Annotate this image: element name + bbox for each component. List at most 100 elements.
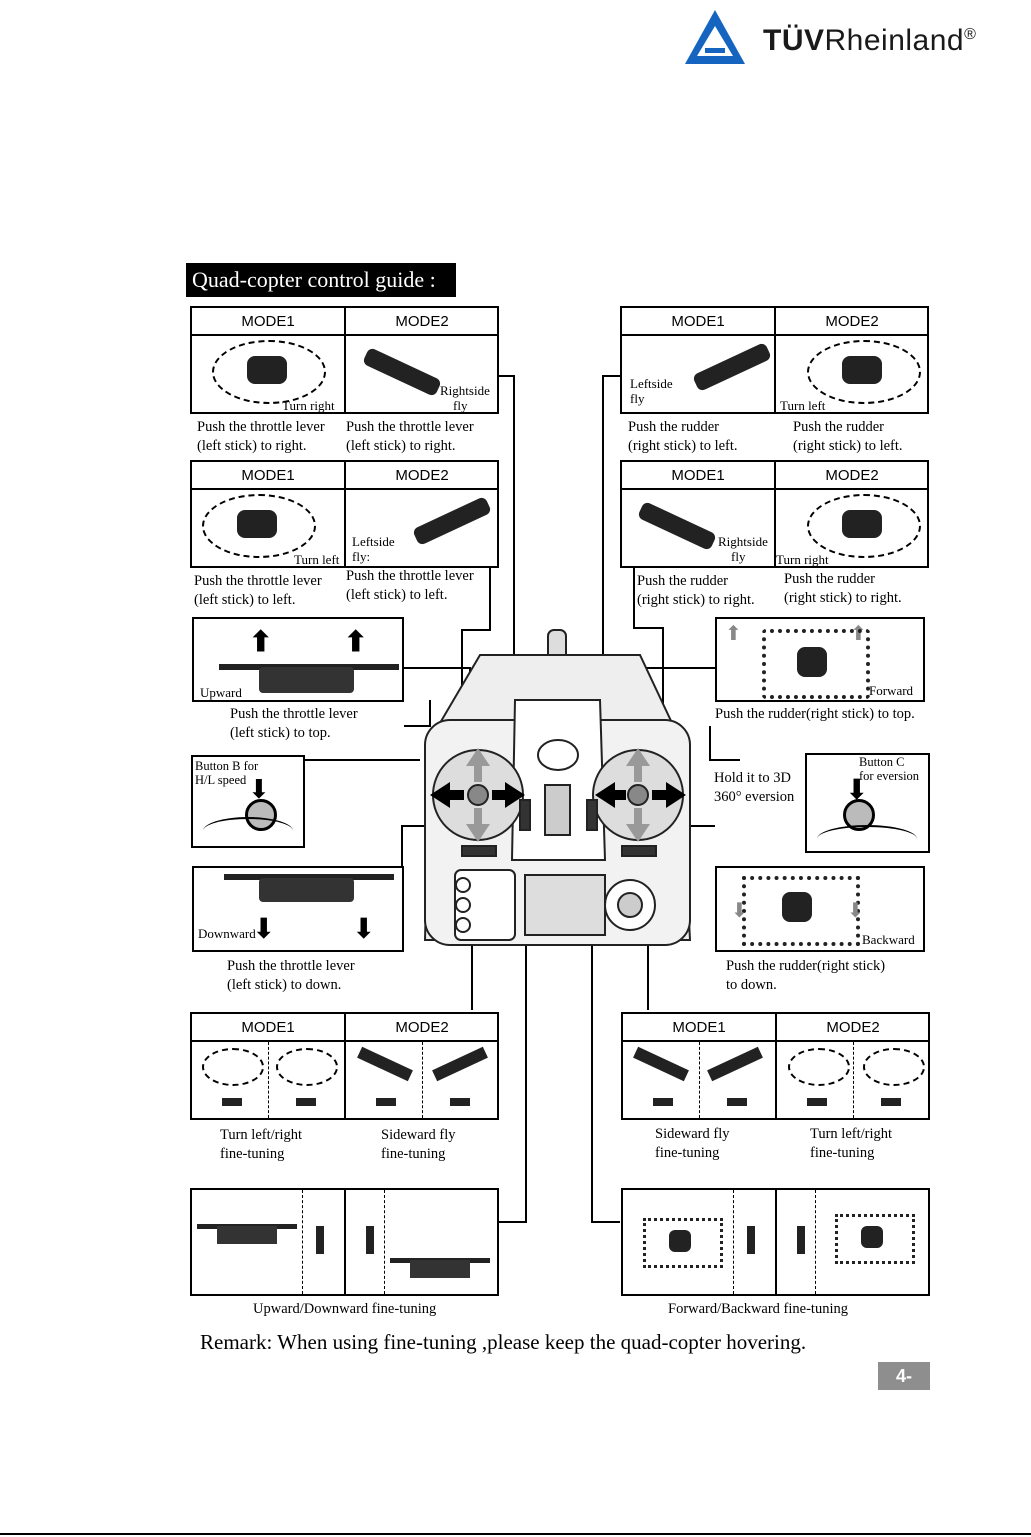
- caption-tl2-mode2: Push the throttle lever (left stick) to …: [346, 568, 474, 603]
- quadcopter-side-icon: [691, 341, 773, 393]
- panel-downward: ⬇ ⬇ Downward: [192, 866, 404, 952]
- trim-slider-icon: [376, 1098, 396, 1106]
- mode2-label: MODE2: [825, 313, 879, 330]
- quadcopter-top-icon: [643, 1218, 723, 1268]
- forward-label: Forward: [869, 683, 914, 698]
- mode2-label: MODE2: [395, 467, 449, 484]
- mode1-label: MODE1: [241, 313, 295, 330]
- trim-slider-icon: [450, 1098, 470, 1106]
- quadcopter-top-icon: [202, 494, 316, 558]
- down-arrow-icon: ⬇: [847, 900, 864, 922]
- trim-slider-icon: [727, 1098, 747, 1106]
- quadcopter-top-icon: [276, 1048, 338, 1086]
- panel-fwdback-finetune: [621, 1188, 930, 1296]
- button-b-label: Button B for H/L speed: [195, 759, 259, 787]
- mode1-label: MODE1: [241, 467, 295, 484]
- quadcopter-top-icon: [863, 1048, 925, 1086]
- caption-ft-left-mode1: Turn left/right fine-tuning: [220, 1127, 303, 1162]
- controller-drawing: [423, 629, 692, 946]
- caption-fwdback: Forward/Backward fine-tuning: [668, 1301, 848, 1317]
- panel-backward: ⬇ ⬇ Backward: [715, 866, 925, 952]
- upward-label: Upward: [200, 685, 242, 700]
- up-arrow-icon: ⬆: [344, 627, 368, 658]
- down-arrow-icon: ⬇: [731, 900, 748, 922]
- quadcopter-body-icon: [237, 510, 277, 538]
- quadcopter-body-icon: [247, 356, 287, 384]
- page-title: Quad-copter control guide :: [186, 263, 456, 297]
- tuv-logo: TÜVRheinland®: [683, 8, 1023, 68]
- mode2-label: MODE2: [395, 1019, 449, 1036]
- logo-bold: TÜV: [763, 24, 825, 57]
- quadcopter-top-icon: [742, 876, 860, 946]
- quadcopter-side-icon: [411, 495, 493, 547]
- quadcopter-side-icon: [633, 1046, 689, 1082]
- trim-slider-icon: [222, 1098, 242, 1106]
- trim-slider-icon: [881, 1098, 901, 1106]
- quadcopter-side-icon: [636, 500, 718, 552]
- quadcopter-top-icon: [212, 340, 326, 404]
- caption-ft-right-mode2: Turn left/right fine-tuning: [810, 1126, 893, 1161]
- up-arrow-icon: ⬆: [850, 623, 867, 645]
- rightside-fly-label: Rightside fly: [718, 534, 768, 564]
- quadcopter-body-icon: [797, 647, 827, 677]
- trim-slider-icon: [807, 1098, 827, 1106]
- remark-text: Remark: When using fine-tuning ,please k…: [200, 1330, 807, 1354]
- quadcopter-body-icon: [782, 892, 812, 922]
- turn-right-label: Turn right: [776, 552, 829, 567]
- trim-slider-icon: [747, 1226, 755, 1254]
- turn-right-label: Turn right: [282, 398, 335, 413]
- page-number: 4-: [878, 1362, 930, 1390]
- panel-button-b: Button B for H/L speed ⬇: [191, 755, 305, 848]
- logo-name: Rheinland: [824, 24, 965, 57]
- mode1-label: MODE1: [671, 467, 725, 484]
- caption-tl1-mode1: Push the throttle lever (left stick) to …: [197, 419, 325, 454]
- caption-tr2-mode2: Push the rudder (right stick) to right.: [784, 571, 902, 606]
- trim-slider-icon: [366, 1226, 374, 1254]
- caption-button-c: Hold it to 3D 360° eversion: [714, 770, 795, 805]
- rightside-fly-label: Rightside fly: [440, 383, 490, 413]
- quadcopter-body-icon: [861, 1226, 883, 1248]
- panel-upward: ⬆ ⬆ Upward: [192, 617, 404, 702]
- quadcopter-body-icon: [842, 510, 882, 538]
- quadcopter-body-icon: [259, 667, 354, 693]
- leftside-fly-label: Leftside fly: [630, 376, 673, 406]
- down-arrow-icon: ⬇: [248, 775, 270, 804]
- mode1-label: MODE1: [241, 1019, 295, 1036]
- trim-slider-icon: [797, 1226, 805, 1254]
- turn-left-label: Turn left: [780, 398, 826, 413]
- quadcopter-body-icon: [259, 878, 354, 902]
- leftside-fly-label: Leftside fly:: [352, 534, 395, 564]
- up-arrow-icon: ⬆: [249, 627, 273, 658]
- quadcopter-body-icon: [842, 356, 882, 384]
- quadcopter-body-icon: [410, 1260, 470, 1278]
- caption-ft-right-mode1: Sideward fly fine-tuning: [655, 1126, 730, 1161]
- caption-tr2-mode1: Push the rudder (right stick) to right.: [637, 573, 755, 608]
- panel-finetune-right: MODE1 MODE2: [621, 1012, 930, 1120]
- trim-slider-icon: [316, 1226, 324, 1254]
- down-arrow-icon: ⬇: [252, 914, 276, 945]
- tuv-triangle-icon: [685, 10, 745, 64]
- panel-finetune-left: MODE1 MODE2: [190, 1012, 499, 1120]
- caption-forward: Push the rudder(right stick) to top.: [715, 706, 915, 722]
- caption-upward: Push the throttle lever (left stick) to …: [230, 706, 358, 741]
- up-arrow-icon: ⬆: [725, 623, 742, 645]
- mode1-label: MODE1: [671, 313, 725, 330]
- caption-backward: Push the rudder(right stick) to down.: [726, 958, 886, 993]
- quadcopter-body-icon: [217, 1226, 277, 1244]
- mode2-label: MODE2: [826, 1019, 880, 1036]
- backward-label: Backward: [862, 932, 915, 947]
- caption-tl1-mode2: Push the throttle lever (left stick) to …: [346, 419, 474, 454]
- panel-rudder-right: MODE1 MODE2 Rightside fly Turn right: [620, 460, 929, 568]
- mode1-label: MODE1: [672, 1019, 726, 1036]
- quadcopter-side-icon: [357, 1046, 413, 1082]
- downward-label: Downward: [198, 926, 256, 941]
- quadcopter-side-icon: [361, 346, 443, 398]
- quadcopter-side-icon: [224, 874, 394, 880]
- bottom-rule: [0, 1533, 1031, 1535]
- panel-throttle-left: MODE1 MODE2 Turn left Leftside fly:: [190, 460, 499, 568]
- quadcopter-side-icon: [432, 1046, 488, 1082]
- caption-tl2-mode1: Push the throttle lever (left stick) to …: [194, 573, 322, 608]
- panel-updown-finetune: [190, 1188, 499, 1296]
- quadcopter-side-icon: [707, 1046, 763, 1082]
